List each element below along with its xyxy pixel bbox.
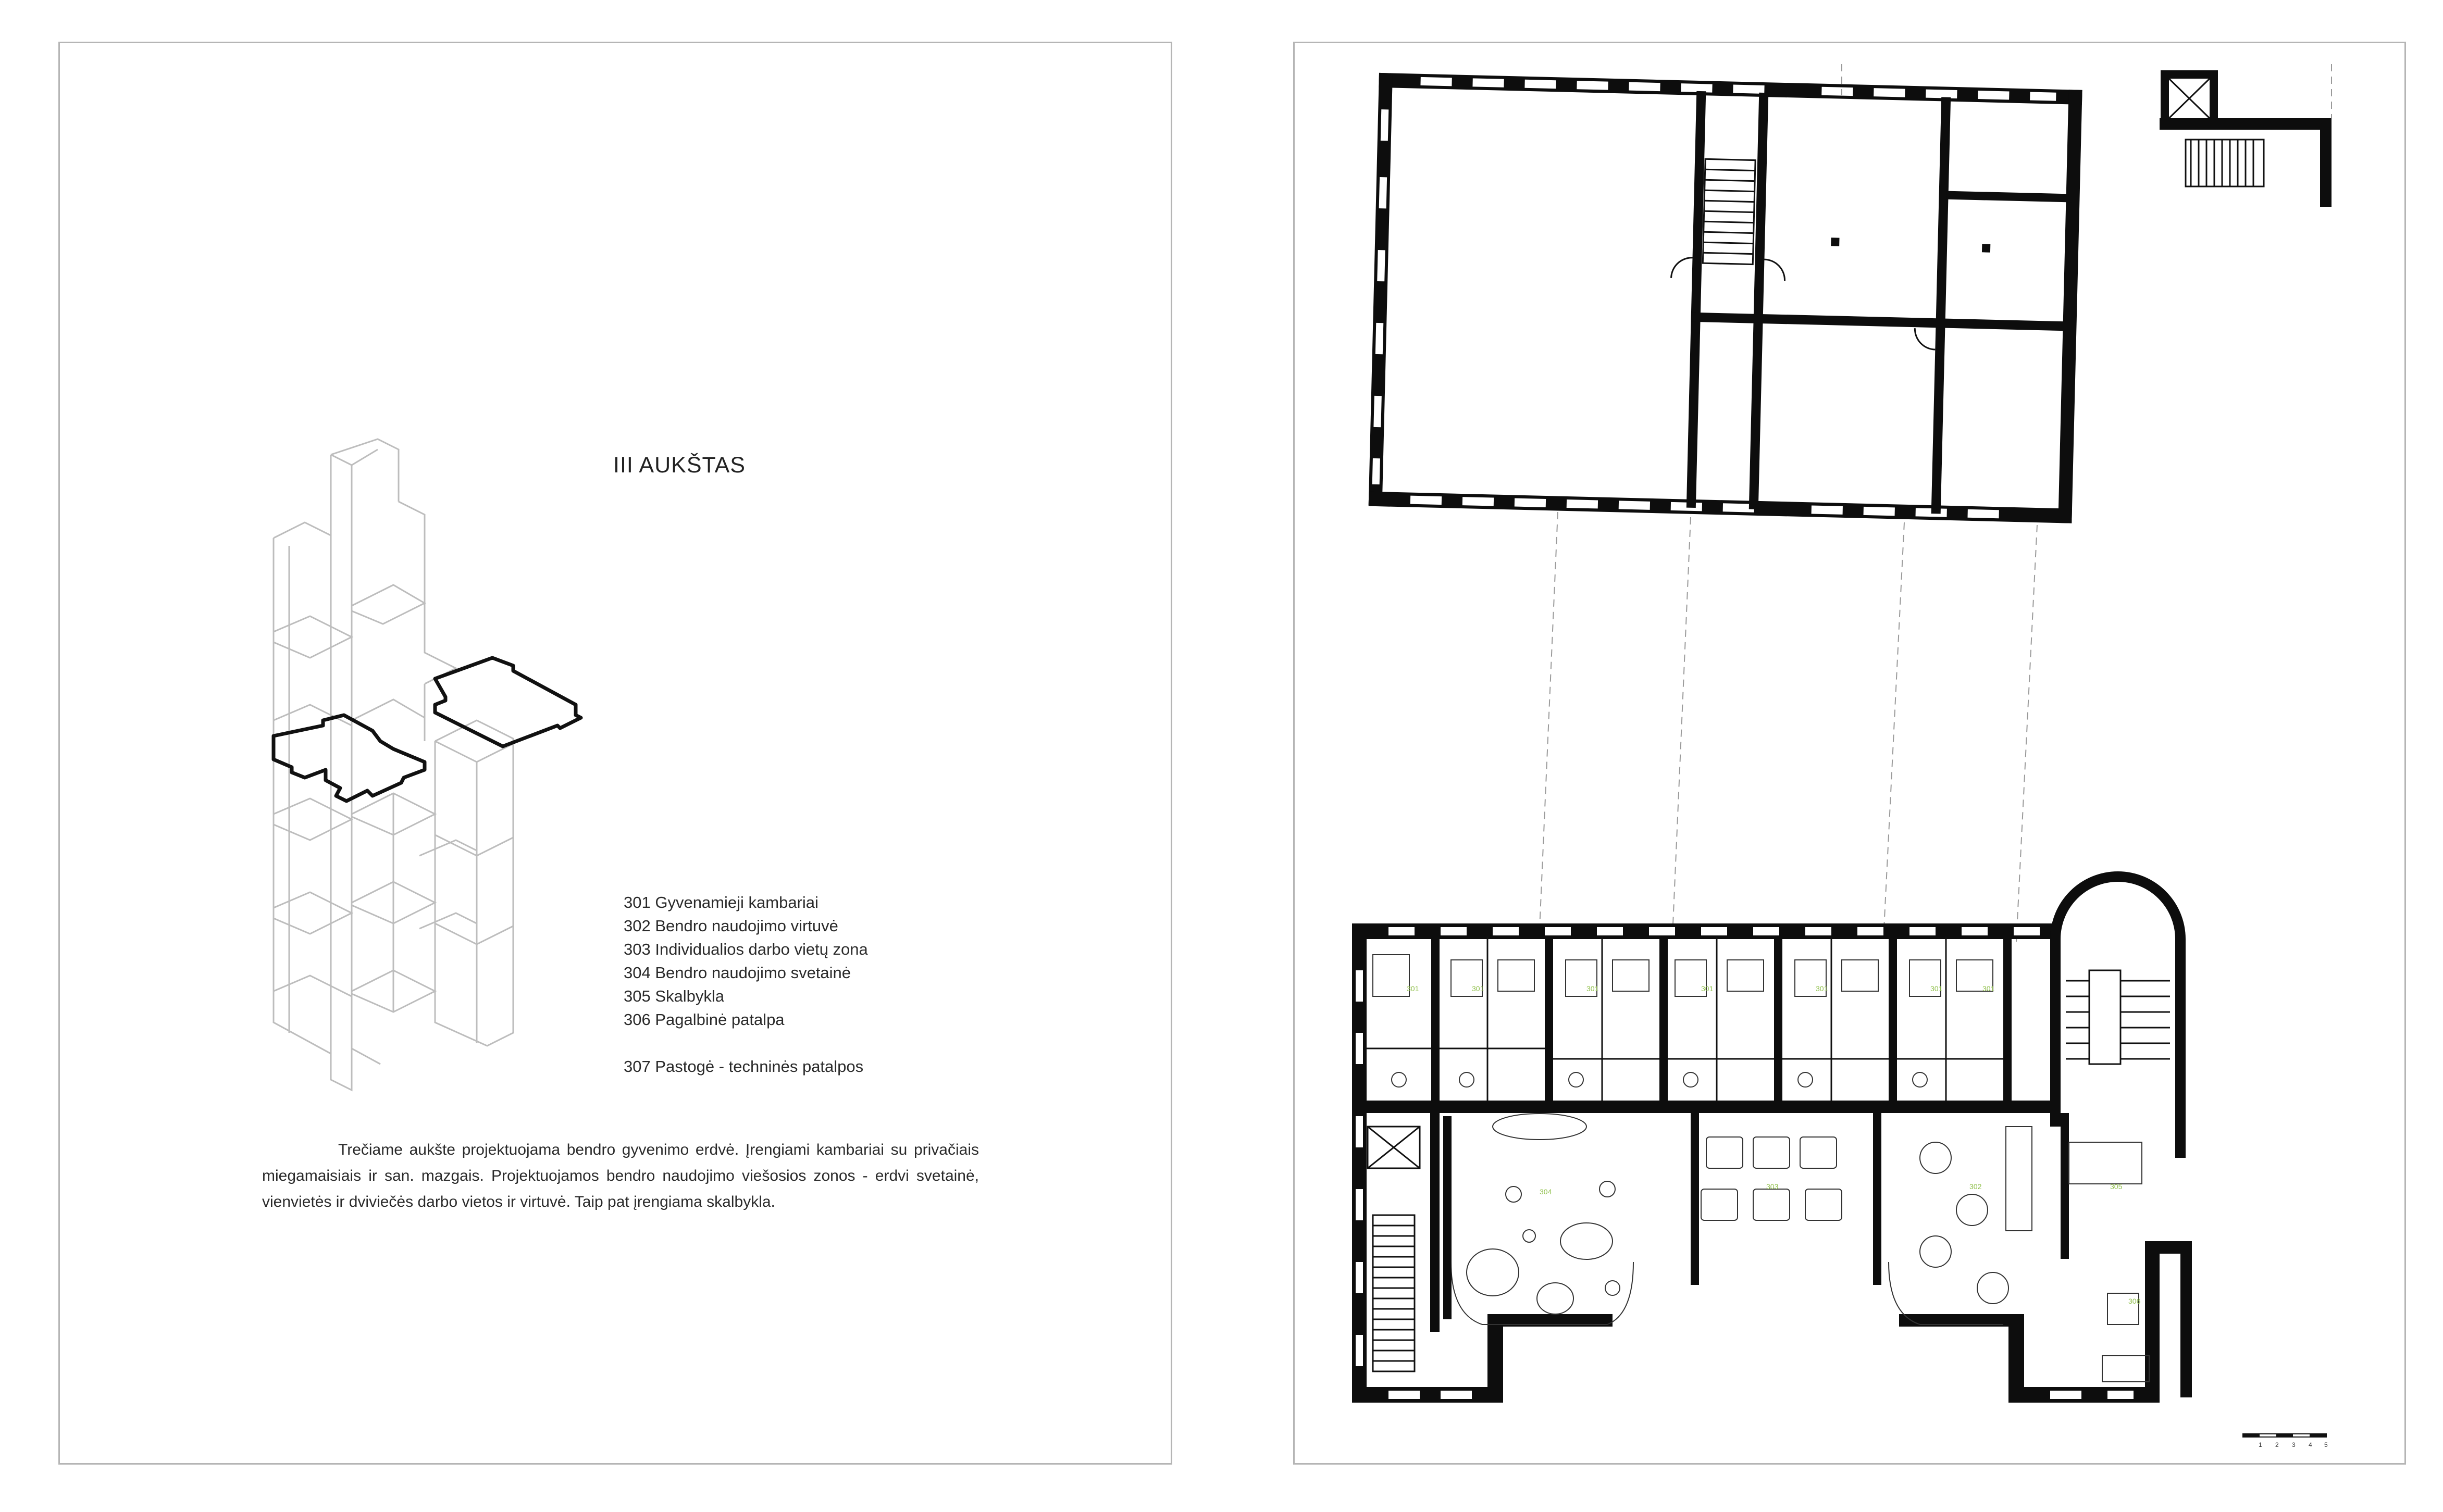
- room-legend: 301 Gyvenamieji kambariai 302 Bendro nau…: [624, 891, 868, 1078]
- scale-tick: 5: [2324, 1441, 2328, 1448]
- scale-tick: 4: [2309, 1441, 2312, 1448]
- legend-item-307: 307 Pastogė - techninės patalpos: [624, 1057, 864, 1076]
- scale-tick: 2: [2275, 1441, 2279, 1448]
- room-tag: 301: [1982, 984, 1995, 993]
- legend-item-304: 304 Bendro naudojimo svetainė: [624, 964, 851, 982]
- axonometric-diagram: [271, 438, 583, 1092]
- room-tag: 306: [2128, 1297, 2141, 1305]
- floor-title: III AUKŠTAS: [613, 453, 746, 478]
- bottom-left-stair: [1367, 1113, 1440, 1372]
- left-page: III AUKŠTAS: [58, 42, 1172, 1465]
- room-tag: 304: [1540, 1188, 1552, 1196]
- room-furniture: [1372, 954, 1993, 1088]
- attic-stair: [1702, 158, 1756, 266]
- third-floor-outline-left: [271, 713, 427, 803]
- attic-stair-tower: [1841, 64, 2332, 207]
- scale-tick: 3: [2292, 1441, 2296, 1448]
- legend-item-302: 302 Bendro naudojimo virtuvė: [624, 917, 838, 935]
- floor-plans: 301 301 301 301 301 301 301 302 303 304 …: [1352, 64, 2332, 1448]
- right-page: 301 301 301 301 301 301 301 302 303 304 …: [1293, 42, 2406, 1465]
- alignment-lines: [1539, 511, 2038, 942]
- axonometric-floors: [272, 438, 514, 1092]
- room-tag: 301: [1816, 984, 1828, 993]
- legend-item-301: 301 Gyvenamieji kambariai: [624, 893, 819, 911]
- work-zone-furniture: [1691, 1113, 1881, 1285]
- room-tag: 301: [1472, 984, 1484, 993]
- room-tags: 301 301 301 301 301 301 301 302 303 304 …: [1407, 984, 2141, 1305]
- lounge-furniture: [1443, 1113, 1634, 1325]
- attic-plan: [1368, 72, 2082, 523]
- legend-item-306: 306 Pagalbinė patalpa: [624, 1010, 785, 1029]
- room-tag: 301: [1586, 984, 1599, 993]
- room-tag: 301: [1407, 984, 1419, 993]
- third-floor-outline-right: [433, 656, 583, 748]
- room-tag: 302: [1969, 1182, 1982, 1191]
- scale-tick: 1: [2259, 1441, 2262, 1448]
- room-tag: 303: [1766, 1182, 1779, 1191]
- floor-description: Trečiame aukšte projektuojama bendro gyv…: [262, 1141, 979, 1210]
- kitchen-furniture: [1888, 1113, 2150, 1382]
- scale-bar: 1 2 3 4 5: [2242, 1433, 2328, 1448]
- room-tag: 301: [1701, 984, 1714, 993]
- legend-item-303: 303 Individualios darbo vietų zona: [624, 940, 868, 958]
- room-tag: 301: [1930, 984, 1943, 993]
- third-floor-plan: 301 301 301 301 301 301 301 302 303 304 …: [1352, 871, 2192, 1403]
- room-tag: 305: [2110, 1182, 2123, 1191]
- rotunda-stair: [2066, 969, 2170, 1065]
- legend-item-305: 305 Skalbykla: [624, 987, 725, 1005]
